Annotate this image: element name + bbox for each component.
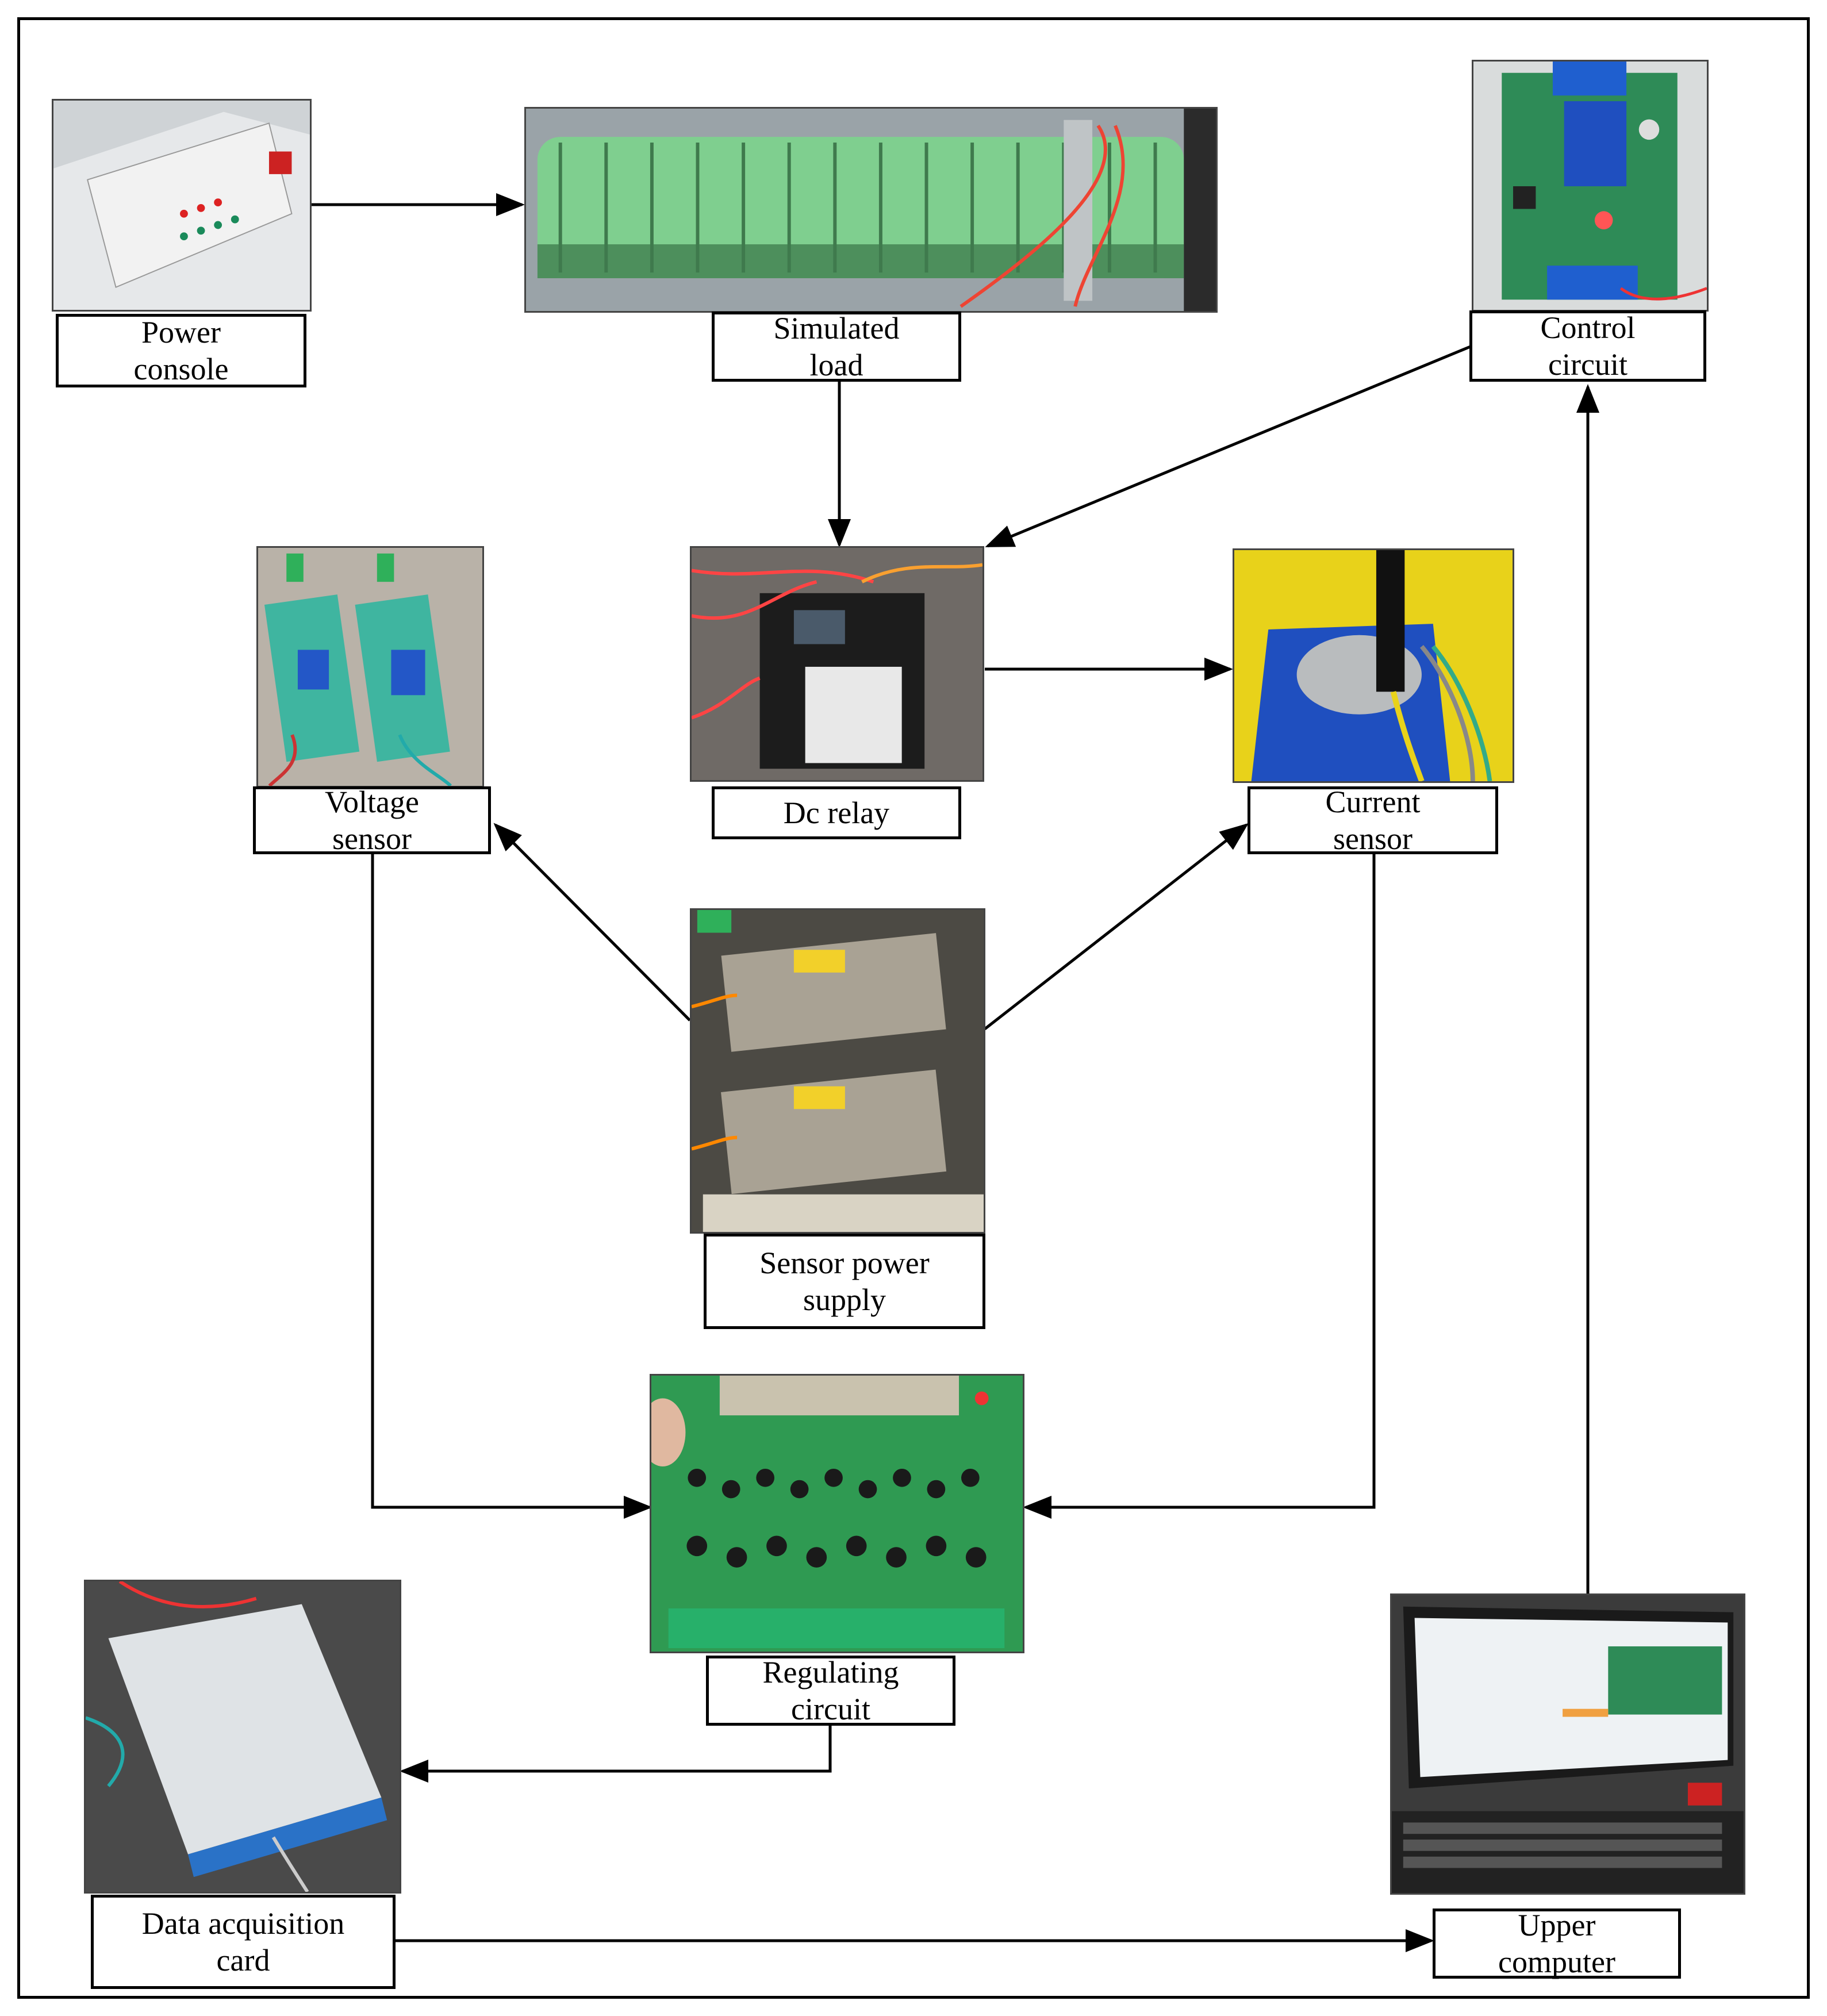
control-circuit-label: Control circuit <box>1469 310 1706 382</box>
label-line: load <box>809 348 863 382</box>
label-line: supply <box>803 1282 886 1317</box>
power-console-label: Power console <box>56 314 306 387</box>
label-line: Regulating <box>762 1655 899 1689</box>
label-line: Power <box>141 315 221 350</box>
label-line: circuit <box>791 1692 870 1726</box>
voltage-sensor-board-photo <box>256 546 484 788</box>
label-line: Simulated <box>773 311 900 345</box>
label-line: Voltage <box>325 785 419 819</box>
relay-board-photo <box>1472 60 1709 312</box>
power-console-photo <box>52 99 312 312</box>
dc-relay-label: Dc relay <box>712 786 961 839</box>
edge-control-circuit-to-dc-relay <box>985 344 1472 548</box>
label-line: sensor <box>1333 821 1413 856</box>
conditioning-pcb-photo <box>650 1374 1024 1653</box>
resistor-load-photo <box>524 107 1218 313</box>
voltage-sensor-label: Voltage sensor <box>253 785 491 856</box>
edge-current-sensor-to-regulating-circuit <box>1023 854 1376 1519</box>
label-line: Current <box>1325 785 1421 819</box>
label-line: circuit <box>1548 347 1628 382</box>
daq-card-photo <box>84 1580 401 1894</box>
label-line: computer <box>1498 1945 1615 1979</box>
edge-sensor-power-to-voltage-sensor <box>493 823 691 1022</box>
power-supply-modules-photo <box>690 908 985 1234</box>
hall-sensor-photo <box>1233 548 1514 783</box>
label-line: Dc relay <box>783 796 890 830</box>
edge-sensor-power-to-current-sensor <box>984 823 1249 1030</box>
label-line: Upper <box>1518 1908 1596 1942</box>
simulated-load-label: Simulated load <box>712 311 961 382</box>
diagram-frame <box>17 17 1810 1999</box>
label-line: Sensor power <box>759 1246 930 1280</box>
label-line: card <box>216 1943 270 1977</box>
label-line: sensor <box>332 821 412 856</box>
label-line: Control <box>1540 310 1636 345</box>
label-line: console <box>133 352 229 386</box>
label-line: Data acquisition <box>141 1906 345 1941</box>
current-sensor-label: Current sensor <box>1248 785 1498 856</box>
computer-monitor-photo <box>1390 1593 1745 1895</box>
upper-computer-label: Upper computer <box>1433 1908 1681 1979</box>
edge-voltage-sensor-to-regulating-circuit <box>371 854 652 1519</box>
data-acquisition-card-label: Data acquisition card <box>91 1895 396 1989</box>
sensor-power-supply-label: Sensor power supply <box>704 1234 985 1329</box>
contactor-photo <box>690 546 984 782</box>
edge-regulating-circuit-to-daq-card <box>400 1726 832 1783</box>
regulating-circuit-label: Regulating circuit <box>706 1655 955 1726</box>
